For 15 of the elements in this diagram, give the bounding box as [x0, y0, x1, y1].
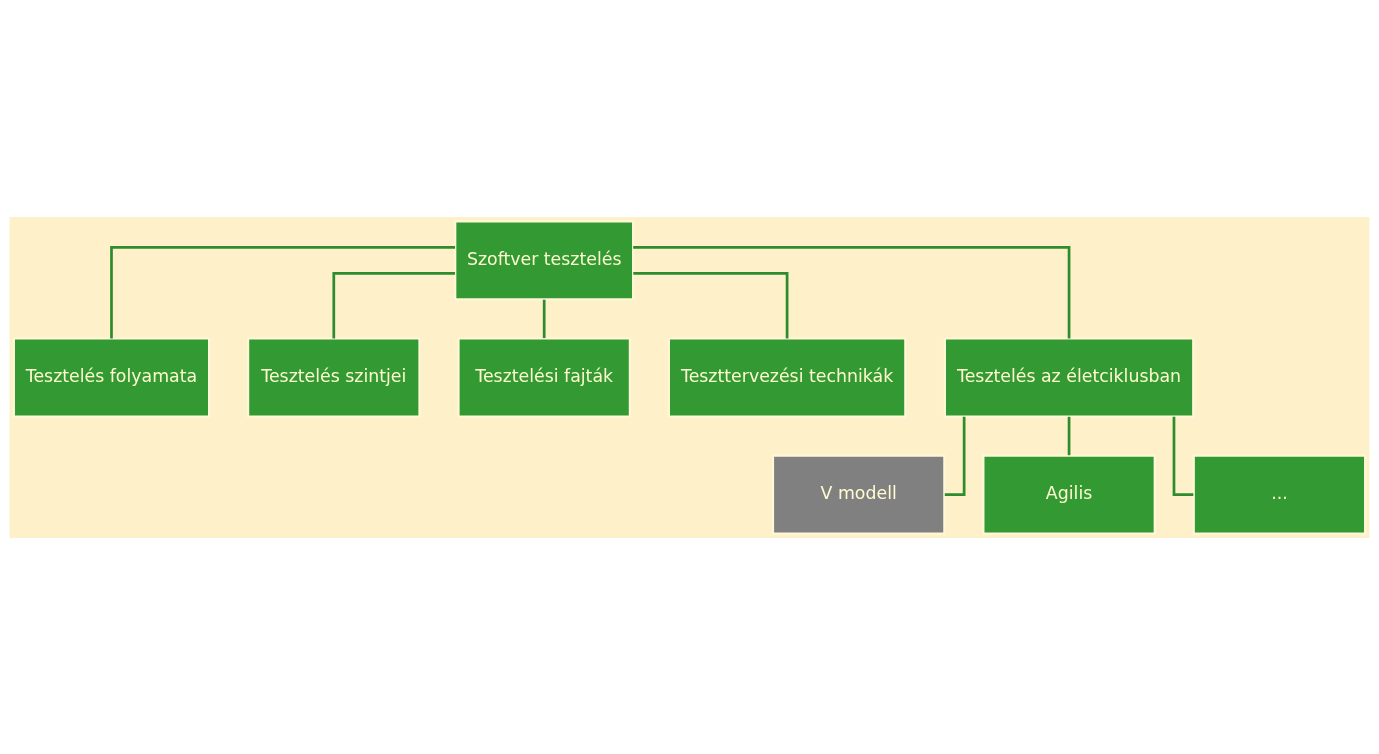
connector	[633, 271, 789, 338]
connector	[332, 271, 455, 338]
node-box: Tesztelési fajták	[457, 336, 631, 418]
connector	[542, 299, 546, 338]
node-box: ...	[1192, 454, 1367, 535]
connector	[110, 245, 456, 338]
connector	[633, 245, 1071, 338]
node-box: Agilis	[982, 454, 1156, 535]
node-box: Teszttervezési technikák	[667, 336, 907, 418]
node-box: Tesztelés folyamata	[12, 336, 211, 418]
node-box: V modell	[771, 454, 946, 535]
node-box: Tesztelés az életciklusban	[943, 336, 1195, 418]
node-box: Szoftver tesztelés	[454, 219, 635, 300]
node-box: Tesztelés szintjei	[247, 336, 421, 418]
connector	[1067, 416, 1071, 455]
